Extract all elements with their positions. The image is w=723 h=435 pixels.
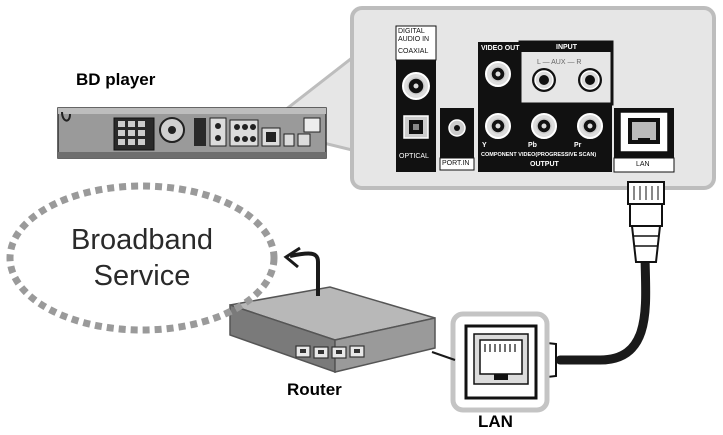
coaxial-label: COAXIAL (398, 48, 429, 55)
input-label: INPUT (556, 44, 577, 51)
lan-label: LAN (478, 412, 513, 431)
panel-lan-label: LAN (636, 161, 650, 168)
router-icon (229, 246, 436, 374)
aux-label: L — AUX — R (537, 59, 582, 66)
component-video-label: COMPONENT VIDEO(PROGRESSIVE SCAN) (481, 152, 597, 158)
router-label: Router (287, 380, 342, 399)
optical-label: OPTICAL (399, 153, 429, 160)
connection-line (431, 351, 456, 361)
pr-label: Pr (574, 142, 582, 149)
digital-label-2: AUDIO IN (398, 36, 430, 43)
video-out-label: VIDEO OUT (481, 45, 520, 52)
broadband-service-text: Broadband Service (52, 222, 232, 294)
port-in-label: PORT.IN (442, 160, 470, 167)
broadband-link-arrow (289, 251, 320, 263)
bd-player-device-icon (57, 107, 327, 159)
output-label: OUTPUT (530, 161, 559, 168)
pb-label: Pb (528, 142, 537, 149)
broadband-cloud (6, 182, 278, 334)
broadband-line-2: Service (93, 260, 191, 292)
bd-player-label: BD player (76, 70, 156, 89)
y-label: Y (482, 142, 487, 149)
broadband-line-1: Broadband (71, 224, 213, 256)
digital-label-1: DIGITAL (398, 28, 425, 35)
